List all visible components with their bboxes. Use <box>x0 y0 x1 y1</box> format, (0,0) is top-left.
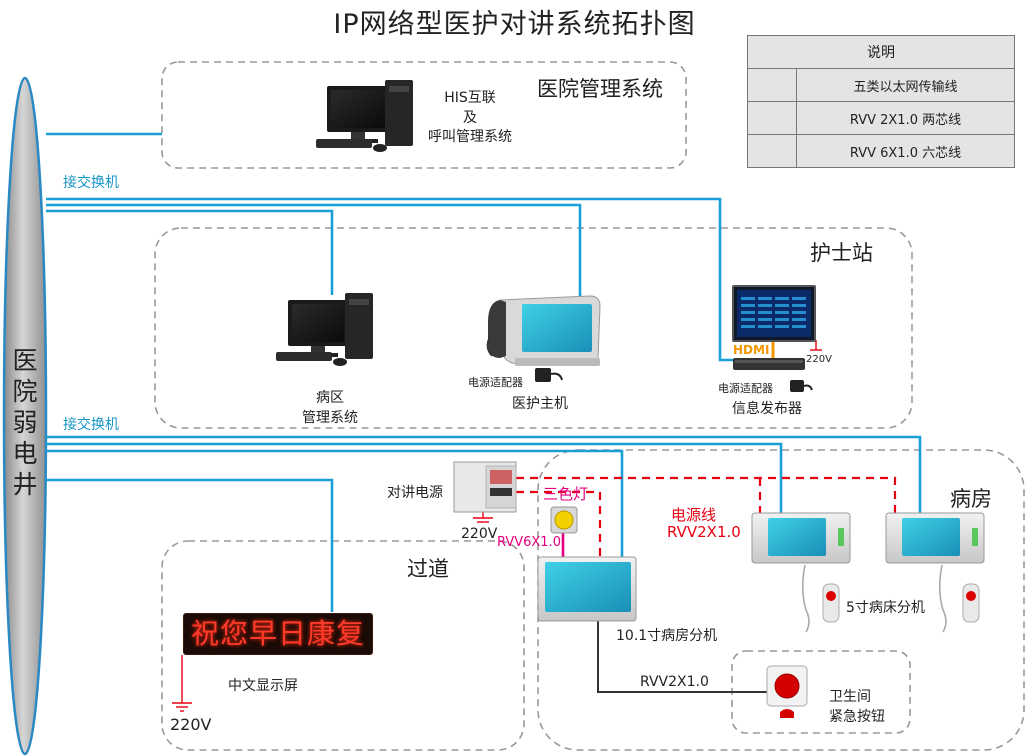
legend-item-rvv6: RVV 6X1.0 六芯线 <box>796 134 1015 168</box>
his-computer-icon <box>316 80 413 152</box>
legend-swatch-cell <box>747 68 797 102</box>
rvv6-label: RVV6X1.0 <box>497 535 561 550</box>
intercom-power-box-icon <box>453 461 517 513</box>
hdmi-label: HDMI <box>733 343 770 357</box>
tricolor-light-icon <box>550 506 578 534</box>
restroom-line-label: RVV2X1.0 <box>640 674 709 690</box>
restroom-label-line1: 卫生间 <box>829 689 871 705</box>
legend-swatch-cell <box>747 101 797 135</box>
nurse-host-device-icon <box>486 295 601 366</box>
host-label: 医护主机 <box>512 396 568 412</box>
publisher-adapter-label: 电源适配器 <box>718 382 773 395</box>
bed-unit-label: 5寸病床分机 <box>846 600 925 616</box>
his-label-line3: 呼叫管理系统 <box>428 129 512 145</box>
zone-title-nurse-station: 护士站 <box>810 241 873 265</box>
power-line-label-2: RVV2X1.0 <box>667 523 741 541</box>
tricolor-light-label: 三色灯 <box>543 485 589 503</box>
intercom-power-label: 对讲电源 <box>387 485 443 501</box>
ward-computer-icon <box>276 293 373 366</box>
power-line-label-1: 电源线 <box>671 506 717 524</box>
legend-header: 说明 <box>747 35 1015 69</box>
his-label-line2: 及 <box>463 110 477 126</box>
weak-current-shaft <box>2 76 48 756</box>
zone-ward <box>537 449 1025 751</box>
zone-title-ward: 病房 <box>950 487 992 511</box>
host-adapter-label: 电源适配器 <box>468 376 523 389</box>
rvv2-restroom-line <box>597 615 770 693</box>
info-publisher-icon <box>732 285 816 370</box>
zone-corridor <box>161 540 525 751</box>
page-title: IP网络型医护对讲系统拓扑图 <box>333 9 696 40</box>
emergency-button-icon <box>766 665 808 718</box>
backbone-label: 医院弱电井 <box>12 346 38 499</box>
led-display: 祝您早日康复 <box>183 613 373 655</box>
his-label-line1: HIS互联 <box>444 90 496 106</box>
zone-nurse-station <box>154 227 913 429</box>
bed-terminal-icon <box>751 512 851 633</box>
zone-hospital-mgmt <box>161 61 687 169</box>
led-display-label: 中文显示屏 <box>228 678 298 694</box>
switch-label-lower: 接交换机 <box>63 417 119 433</box>
ward-pc-label-line2: 管理系统 <box>302 410 358 426</box>
intercom-power-voltage: 220V <box>461 526 498 542</box>
bed-terminal-icon <box>885 512 985 633</box>
room-terminal-icon <box>537 556 637 622</box>
room-unit-label: 10.1寸病房分机 <box>616 628 718 644</box>
legend-swatch-cell <box>747 134 797 168</box>
switch-label-upper: 接交换机 <box>63 175 119 191</box>
corridor-voltage-label: 220V <box>170 715 212 734</box>
publisher-voltage-label: 220V <box>806 354 832 365</box>
power-lines-rvv2 <box>488 476 897 558</box>
restroom-label-line2: 紧急按钮 <box>829 709 885 725</box>
publisher-label: 信息发布器 <box>732 401 802 417</box>
legend-item-rvv2: RVV 2X1.0 两芯线 <box>796 101 1015 135</box>
zone-title-hospital-mgmt: 医院管理系统 <box>537 77 663 101</box>
power-adapter-icon <box>535 368 813 392</box>
ward-pc-label-line1: 病区 <box>316 390 344 406</box>
legend-item-ethernet: 五类以太网传输线 <box>796 68 1015 102</box>
ethernet-lines <box>46 132 922 612</box>
legend-table: 说明 五类以太网传输线 RVV 2X1.0 两芯线 RVV 6X1.0 六芯线 <box>747 35 1015 168</box>
zone-title-corridor: 过道 <box>407 557 449 581</box>
